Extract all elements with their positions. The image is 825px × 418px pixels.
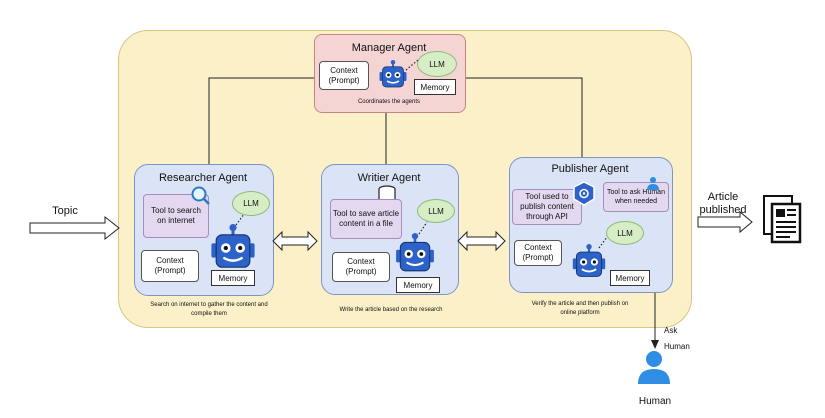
writer-publisher-double-arrow xyxy=(457,230,506,252)
topic-label: Topic xyxy=(52,205,78,217)
output-arrow xyxy=(697,210,753,234)
researcher-llm: LLM xyxy=(232,191,270,216)
researcher-agent-title: Researcher Agent xyxy=(158,172,248,184)
writer-context-box: Context(Prompt) xyxy=(332,252,390,282)
manager-publisher-line xyxy=(462,77,583,158)
writer-agent-title: Writier Agent xyxy=(357,172,421,184)
manager-context-box: Context(Prompt) xyxy=(319,61,369,90)
researcher-context-box: Context(Prompt) xyxy=(141,250,199,282)
researcher-caption: Search on internet to gather the content… xyxy=(150,302,268,317)
writer-memory: Memory xyxy=(396,277,440,293)
publisher-memory: Memory xyxy=(610,270,650,286)
researcher-writer-double-arrow xyxy=(272,230,318,252)
publisher-agent-title: Publisher Agent xyxy=(551,163,629,175)
manager-llm: LLM xyxy=(417,51,457,77)
writer-caption: Write the article based on the research xyxy=(339,307,443,313)
manager-caption: Coordinates the agents xyxy=(357,99,421,105)
researcher-memory: Memory xyxy=(211,270,255,286)
manager-memory: Memory xyxy=(414,79,456,95)
publisher-context-box: Context(Prompt) xyxy=(514,240,562,266)
manager-agent-title: Manager Agent xyxy=(351,42,427,54)
manager-researcher-line xyxy=(208,77,316,164)
human-label: Human xyxy=(638,396,672,407)
publisher-llm: LLM xyxy=(606,221,644,245)
topic-arrow xyxy=(29,215,120,241)
ask-human-arrowhead xyxy=(651,340,659,349)
writer-llm: LLM xyxy=(417,199,455,223)
